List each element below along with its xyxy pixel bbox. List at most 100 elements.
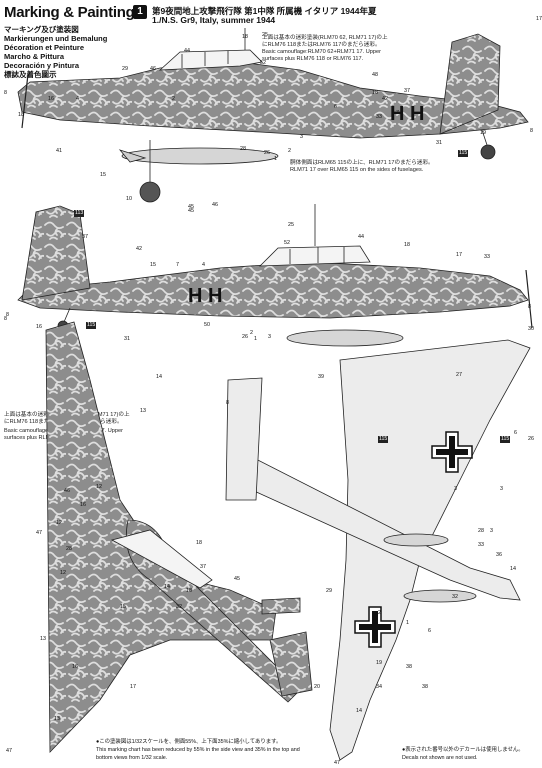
callout-upper-side: 37 — [404, 88, 410, 94]
callout-lower-side: 8 — [4, 316, 7, 322]
callout-lower-side: 7 — [176, 262, 179, 268]
callout-upper-side: 15 — [100, 172, 106, 178]
callout-lower-side: 46 — [212, 202, 218, 208]
callout-lower-side: 31 — [124, 336, 130, 342]
title-jp: マーキング及び塗装図 — [4, 25, 79, 34]
side-note-jp-1: 上面は基本の迷彩塗装(RLM70 62, RLM71 17)の上 — [262, 35, 388, 41]
title-es: Decoración y Pintura — [4, 61, 80, 70]
callout-upper-side: 7 — [396, 110, 399, 116]
callout-bottom-view: 115 — [500, 436, 511, 443]
title-cn: 標誌及着色圖示 — [4, 70, 57, 79]
callout-top-view: 47 — [36, 530, 42, 536]
callout-lower-side: 42 — [136, 246, 142, 252]
callout-top-view: 28 — [66, 546, 72, 552]
callout-lower-side: 33 — [484, 254, 490, 260]
fuselage-code-lower: H H — [188, 285, 222, 307]
callout-bottom-view: 38 — [422, 684, 428, 690]
balkenkreuz-lower — [354, 606, 396, 648]
callout-bottom-view: 3 — [490, 528, 493, 534]
callout-top-view: 45 — [234, 576, 240, 582]
callout-lower-side: 50 — [204, 322, 210, 328]
footer-note-en-1: This marking chart has been reduced by 5… — [96, 747, 300, 753]
callout-upper-side: 19 — [480, 130, 486, 136]
callout-bottom-view: 47 — [334, 760, 340, 766]
callout-upper-side: 25 — [262, 32, 268, 38]
callout-top-view: 47 — [6, 748, 12, 754]
callout-upper-side: 115 — [458, 150, 469, 157]
side-note-en-2: surfaces plus RLM76 118 or RLM76 117. — [262, 56, 364, 62]
callout-bottom-view: 2 — [378, 610, 381, 616]
callout-bottom-view: 27 — [456, 372, 462, 378]
callout-upper-side: 10 — [126, 196, 132, 202]
callout-lower-side: 8 — [528, 304, 531, 310]
callout-bottom-view: 33 — [478, 542, 484, 548]
callout-bottom-view: 6 — [514, 430, 517, 436]
callout-bottom-view: 3 — [500, 486, 503, 492]
callout-upper-side: 41 — [56, 148, 62, 154]
callout-upper-side: 33 — [376, 114, 382, 120]
callout-top-view: 18 — [196, 540, 202, 546]
balkenkreuz-upper — [431, 431, 473, 473]
callout-upper-side: 52 — [260, 60, 266, 66]
scheme-number-badge: 1 — [133, 5, 147, 19]
callout-bottom-view: 6 — [428, 628, 431, 634]
callout-top-view: 16 — [72, 664, 78, 670]
callout-upper-side: 17 — [536, 16, 542, 22]
callout-upper-side: 29 — [122, 66, 128, 72]
callout-upper-side: 44 — [184, 48, 190, 54]
callout-upper-side: 2 — [172, 96, 175, 102]
callout-bottom-view: 38 — [406, 664, 412, 670]
callout-upper-side: 1 — [274, 156, 277, 162]
side-view-upper — [17, 28, 529, 203]
callout-top-view: 8 — [226, 400, 229, 406]
callout-lower-side: 3 — [268, 334, 271, 340]
callout-bottom-view: 115 — [378, 436, 389, 443]
top-view — [45, 321, 313, 753]
callout-upper-side: 45 — [188, 208, 194, 214]
callout-bottom-view: 1 — [406, 620, 409, 626]
fuselage-note-en: RLM71 17 over RLM65 115 on the sides of … — [290, 167, 424, 173]
callout-top-view: 46 — [64, 488, 70, 494]
footer-decals-en: Decals not shown are not used. — [402, 755, 478, 761]
callout-lower-side: 18 — [404, 242, 410, 248]
callout-lower-side: 4 — [202, 262, 205, 268]
footer-decals-jp: ●表示された番号以外のデカールは使用しません。 — [402, 747, 524, 753]
callout-lower-side: 37 — [82, 234, 88, 240]
callout-bottom-view: 20 — [314, 684, 320, 690]
callout-bottom-view: 26 — [528, 436, 534, 442]
callout-lower-side: 113 — [74, 210, 85, 217]
title-fr: Décoration et Peinture — [4, 43, 85, 52]
callout-top-view: 14 — [156, 374, 162, 380]
callout-bottom-view: 19 — [376, 660, 382, 666]
callout-top-view: 12 — [96, 484, 102, 490]
callout-lower-side: 15 — [150, 262, 156, 268]
callout-top-view: 37 — [200, 564, 206, 570]
callout-lower-side: 115 — [86, 322, 97, 329]
callout-lower-side: 26 — [242, 334, 248, 340]
callout-top-view: 13 — [40, 636, 46, 642]
callout-top-view: 18 — [186, 588, 192, 594]
side-view-lower — [17, 204, 533, 347]
callout-bottom-view: 28 — [478, 528, 484, 534]
bottom-view — [225, 339, 531, 761]
title-de: Markierungen und Bemalung — [4, 34, 108, 43]
footer-note-jp: ●この塗装図は1/32スケールを、側面55%、上下面35%に縮小してあります。 — [96, 739, 282, 745]
callout-top-view: 15 — [120, 604, 126, 610]
callout-top-view: 13 — [54, 716, 60, 722]
callout-upper-side: 48 — [372, 72, 378, 78]
callout-upper-side: 4 — [76, 96, 79, 102]
callout-upper-side: 6 — [334, 104, 337, 110]
footer-note-en-2: bottom views from 1/32 scale. — [96, 755, 168, 761]
callout-lower-side: 52 — [284, 240, 290, 246]
fuselage-code-upper: H H — [390, 103, 424, 125]
callout-bottom-view: 29 — [326, 588, 332, 594]
callout-lower-side: 25 — [288, 222, 294, 228]
callout-top-view: 13 — [140, 408, 146, 414]
callout-upper-side: 3 — [300, 134, 303, 140]
callout-upper-side: 31 — [436, 140, 442, 146]
side-note-en-1: Basic camouflage:RLM70 62+RLM71 17. Uppe… — [262, 49, 381, 55]
callout-upper-side: 8 — [4, 90, 7, 96]
callout-lower-side: 8 — [6, 312, 9, 318]
callout-bottom-view: 32 — [452, 594, 458, 600]
callout-upper-side: 18 — [242, 34, 248, 40]
